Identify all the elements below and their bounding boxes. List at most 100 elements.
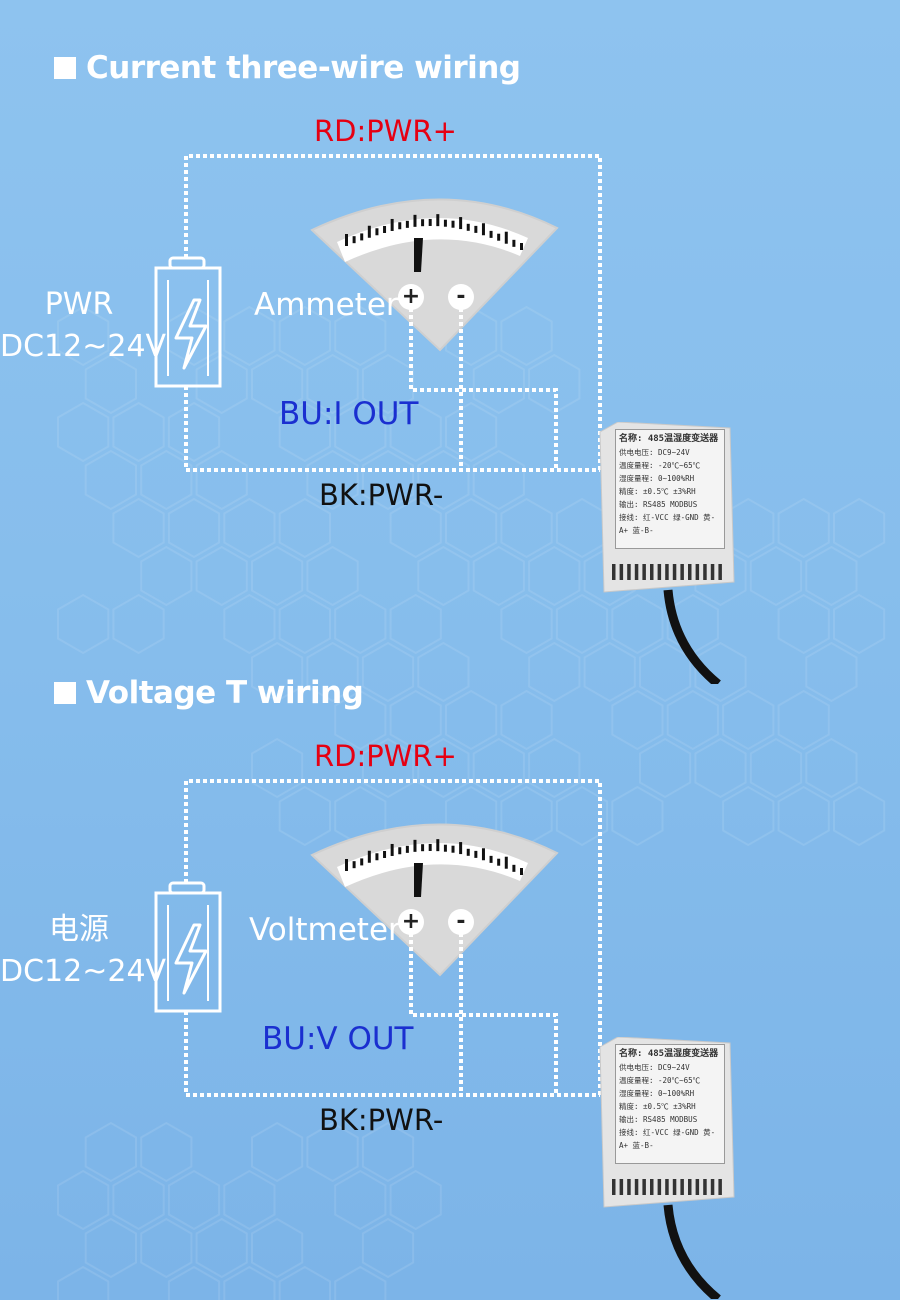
device-line: 温度量程: -20℃~65℃ bbox=[619, 461, 701, 470]
hexagon-shape bbox=[195, 449, 248, 511]
vent-slot bbox=[627, 1179, 631, 1195]
vent-slot bbox=[642, 564, 646, 580]
meter-tick bbox=[474, 225, 478, 233]
hexagon-shape bbox=[777, 497, 830, 559]
hexagon-shape bbox=[749, 545, 803, 607]
hexagon-shape bbox=[334, 401, 387, 463]
lightning-icon bbox=[174, 923, 208, 995]
hexagon-shape bbox=[251, 641, 304, 703]
heading-square-icon bbox=[54, 57, 76, 79]
hexagon-shape bbox=[389, 401, 442, 463]
hexagon-shape bbox=[417, 545, 470, 607]
vent-slot bbox=[672, 564, 677, 580]
hexagon-shape bbox=[389, 497, 442, 559]
terminal-minus: - bbox=[448, 284, 474, 310]
hexagon-shape bbox=[611, 689, 664, 751]
meter-tick bbox=[466, 223, 470, 231]
device-line: 湿度量程: 0~100%RH bbox=[619, 474, 695, 483]
hexagon-shape bbox=[334, 305, 387, 367]
hexagon-shape bbox=[306, 1121, 359, 1183]
meter-tick bbox=[459, 842, 463, 855]
vent-slot bbox=[627, 564, 631, 580]
meter-tick bbox=[443, 219, 447, 227]
meter-tick bbox=[481, 223, 485, 236]
hexagon-shape bbox=[472, 449, 525, 511]
black-wire-label: BK:PWR- bbox=[319, 478, 444, 512]
cable-icon bbox=[663, 589, 721, 684]
hexagon-shape bbox=[57, 305, 110, 367]
meter-tick bbox=[443, 844, 447, 852]
meter-icon bbox=[310, 823, 559, 977]
meter-label: Voltmeter bbox=[249, 912, 401, 948]
vent-slot bbox=[703, 1179, 707, 1195]
hexagon-shape bbox=[195, 353, 248, 415]
battery-icon bbox=[154, 881, 222, 1013]
meter-tick bbox=[405, 220, 409, 228]
hexagon-shape bbox=[84, 449, 137, 511]
hexagon-shape bbox=[251, 737, 304, 799]
meter-tick bbox=[421, 844, 425, 852]
hexagon-shape bbox=[57, 401, 110, 463]
hexagon-shape bbox=[57, 1265, 110, 1300]
red-wire-label: RD:PWR+ bbox=[314, 114, 457, 148]
meter-tick bbox=[375, 853, 379, 861]
hexagon-shape bbox=[777, 785, 830, 847]
meter-tick bbox=[512, 864, 516, 872]
meter-tick bbox=[489, 230, 493, 238]
meter-tick bbox=[504, 231, 508, 244]
hexagon-shape bbox=[639, 737, 692, 799]
hexagon-shape bbox=[361, 641, 415, 703]
hexagon-shape bbox=[445, 689, 498, 751]
meter-tick bbox=[497, 233, 501, 241]
hexagon-shape bbox=[223, 1169, 276, 1231]
wiring-diagram bbox=[310, 198, 559, 352]
hexagon-shape bbox=[306, 449, 359, 511]
meter-tick bbox=[466, 848, 470, 856]
meter-tick bbox=[367, 850, 371, 863]
meter-tick bbox=[352, 861, 356, 869]
hexagon-shape bbox=[445, 401, 498, 463]
black-wire-label: BK:PWR- bbox=[319, 1103, 444, 1137]
meter-tick bbox=[375, 228, 379, 236]
hexagon-shape bbox=[223, 305, 276, 367]
hexagon-shape bbox=[528, 737, 581, 799]
hexagon-shape bbox=[528, 545, 581, 607]
meter-tick bbox=[360, 233, 364, 241]
device-line: 供电电压: DC9~24V bbox=[619, 448, 690, 457]
hexagon-shape bbox=[140, 1217, 193, 1279]
wire-red bbox=[184, 779, 602, 1095]
sensor-device-icon: 名称: 485温湿度变送器 供电电压: DC9~24V 温度量程: -20℃~6… bbox=[598, 422, 738, 684]
device-line: 输出: RS485 MODBUS bbox=[619, 1115, 698, 1124]
hexagon-shape bbox=[223, 1265, 276, 1300]
device-line: 湿度量程: 0~100%RH bbox=[619, 1089, 695, 1098]
hexagon-shape bbox=[167, 401, 221, 463]
vent-slot bbox=[665, 564, 669, 580]
device-label-panel: 名称: 485温湿度变送器 供电电压: DC9~24V 温度量程: -20℃~6… bbox=[615, 1044, 725, 1164]
hexagon-shape bbox=[417, 449, 470, 511]
hexagon-shape bbox=[833, 785, 886, 847]
wire-paths bbox=[184, 779, 602, 1097]
hexagon-shape bbox=[112, 593, 165, 655]
hexagon-shape bbox=[805, 641, 858, 703]
hexagon-shape bbox=[334, 1169, 387, 1231]
meter-tick bbox=[459, 217, 463, 230]
hexagon-shape bbox=[361, 1217, 415, 1279]
meter-tick bbox=[421, 219, 425, 227]
meter-tick bbox=[428, 843, 432, 851]
vent-slot bbox=[680, 564, 684, 580]
meter-tick bbox=[352, 236, 356, 244]
device-title: 名称: 485温湿度变送器 bbox=[619, 1049, 719, 1059]
meter-tick bbox=[504, 856, 508, 869]
hexagon-shape bbox=[500, 305, 553, 367]
blue-wire-label: BU:I OUT bbox=[279, 396, 419, 432]
terminal-plus: + bbox=[398, 909, 424, 935]
hexagon-shape bbox=[251, 1217, 304, 1279]
hexagon-shape bbox=[361, 353, 415, 415]
hexagon-shape bbox=[833, 497, 886, 559]
device-line: 精度: ±0.5℃ ±3%RH bbox=[619, 1102, 696, 1111]
vent-slot bbox=[657, 1179, 662, 1195]
meter-tick bbox=[413, 214, 417, 227]
meter-tick bbox=[413, 839, 417, 852]
hexagon-shape bbox=[472, 737, 525, 799]
power-label-line2: DC12~24V bbox=[0, 954, 167, 989]
